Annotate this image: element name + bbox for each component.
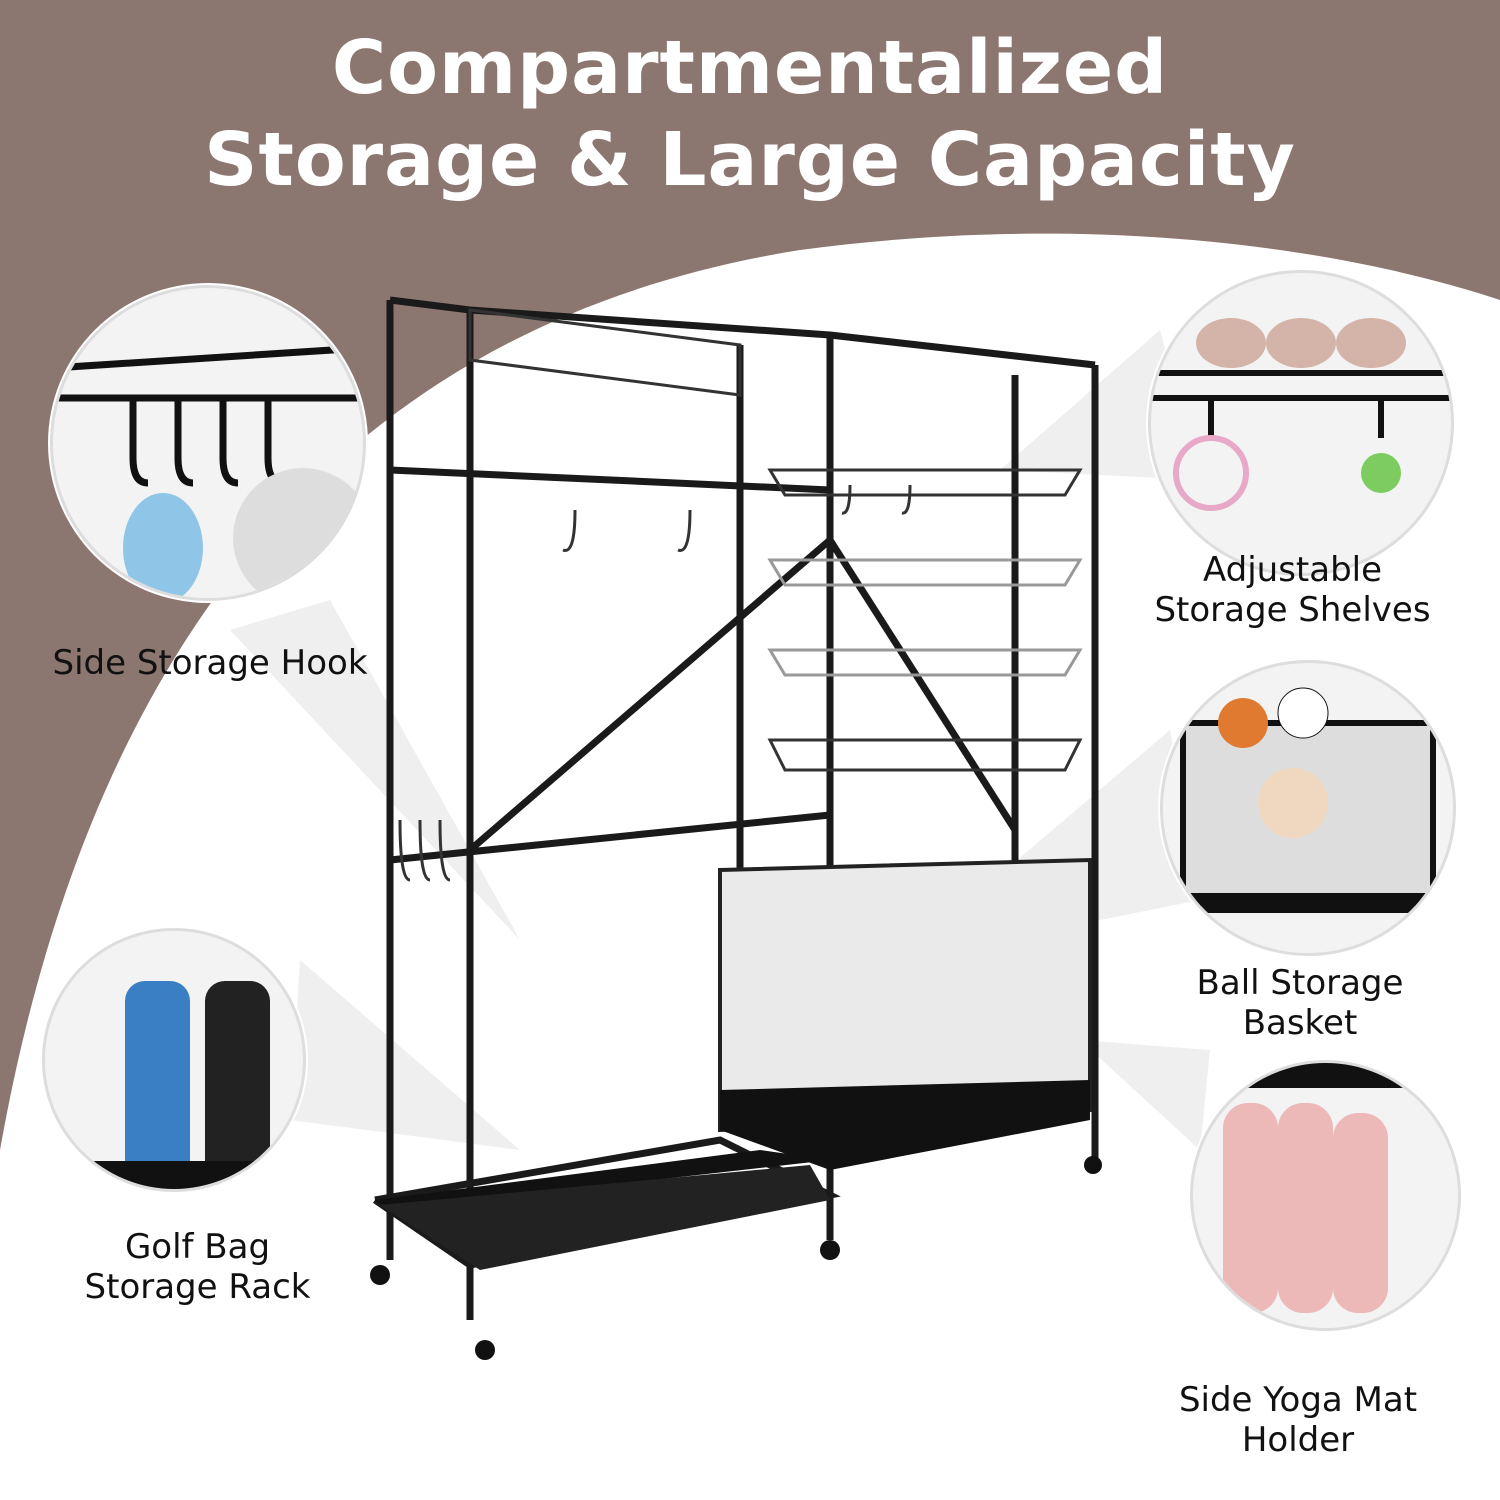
label-side-storage-hook: Side Storage Hook xyxy=(40,643,380,683)
label-line: Golf Bag xyxy=(124,1227,271,1267)
label-line: Side Storage Hook xyxy=(52,643,368,683)
headline-line-2: Storage & Large Capacity xyxy=(204,117,1296,203)
white-panel xyxy=(0,233,1500,1500)
ball-basket-detail-image xyxy=(1160,660,1456,956)
label-line: Side Yoga Mat xyxy=(1178,1380,1418,1420)
adjustable-shelf-detail-image xyxy=(1148,270,1454,576)
label-line: Storage Shelves xyxy=(1154,590,1431,630)
label-side-yoga-mat-holder: Side Yoga Mat Holder xyxy=(1148,1380,1448,1460)
label-line: Holder xyxy=(1241,1420,1355,1460)
golf-bag-detail-image xyxy=(42,928,306,1192)
side-hook-detail-image xyxy=(50,285,366,601)
label-line: Basket xyxy=(1242,1003,1358,1043)
headline-line-1: Compartmentalized xyxy=(331,25,1169,111)
headline: Compartmentalized Storage & Large Capaci… xyxy=(0,22,1500,206)
label-line: Adjustable xyxy=(1202,550,1383,590)
label-ball-storage-basket: Ball Storage Basket xyxy=(1150,963,1450,1043)
yoga-mat-holder-detail-image xyxy=(1190,1060,1461,1331)
label-adjustable-storage-shelves: Adjustable Storage Shelves xyxy=(1140,550,1445,630)
label-line: Ball Storage xyxy=(1196,963,1404,1003)
label-golf-bag-storage-rack: Golf Bag Storage Rack xyxy=(40,1227,355,1307)
label-line: Storage Rack xyxy=(84,1267,311,1307)
